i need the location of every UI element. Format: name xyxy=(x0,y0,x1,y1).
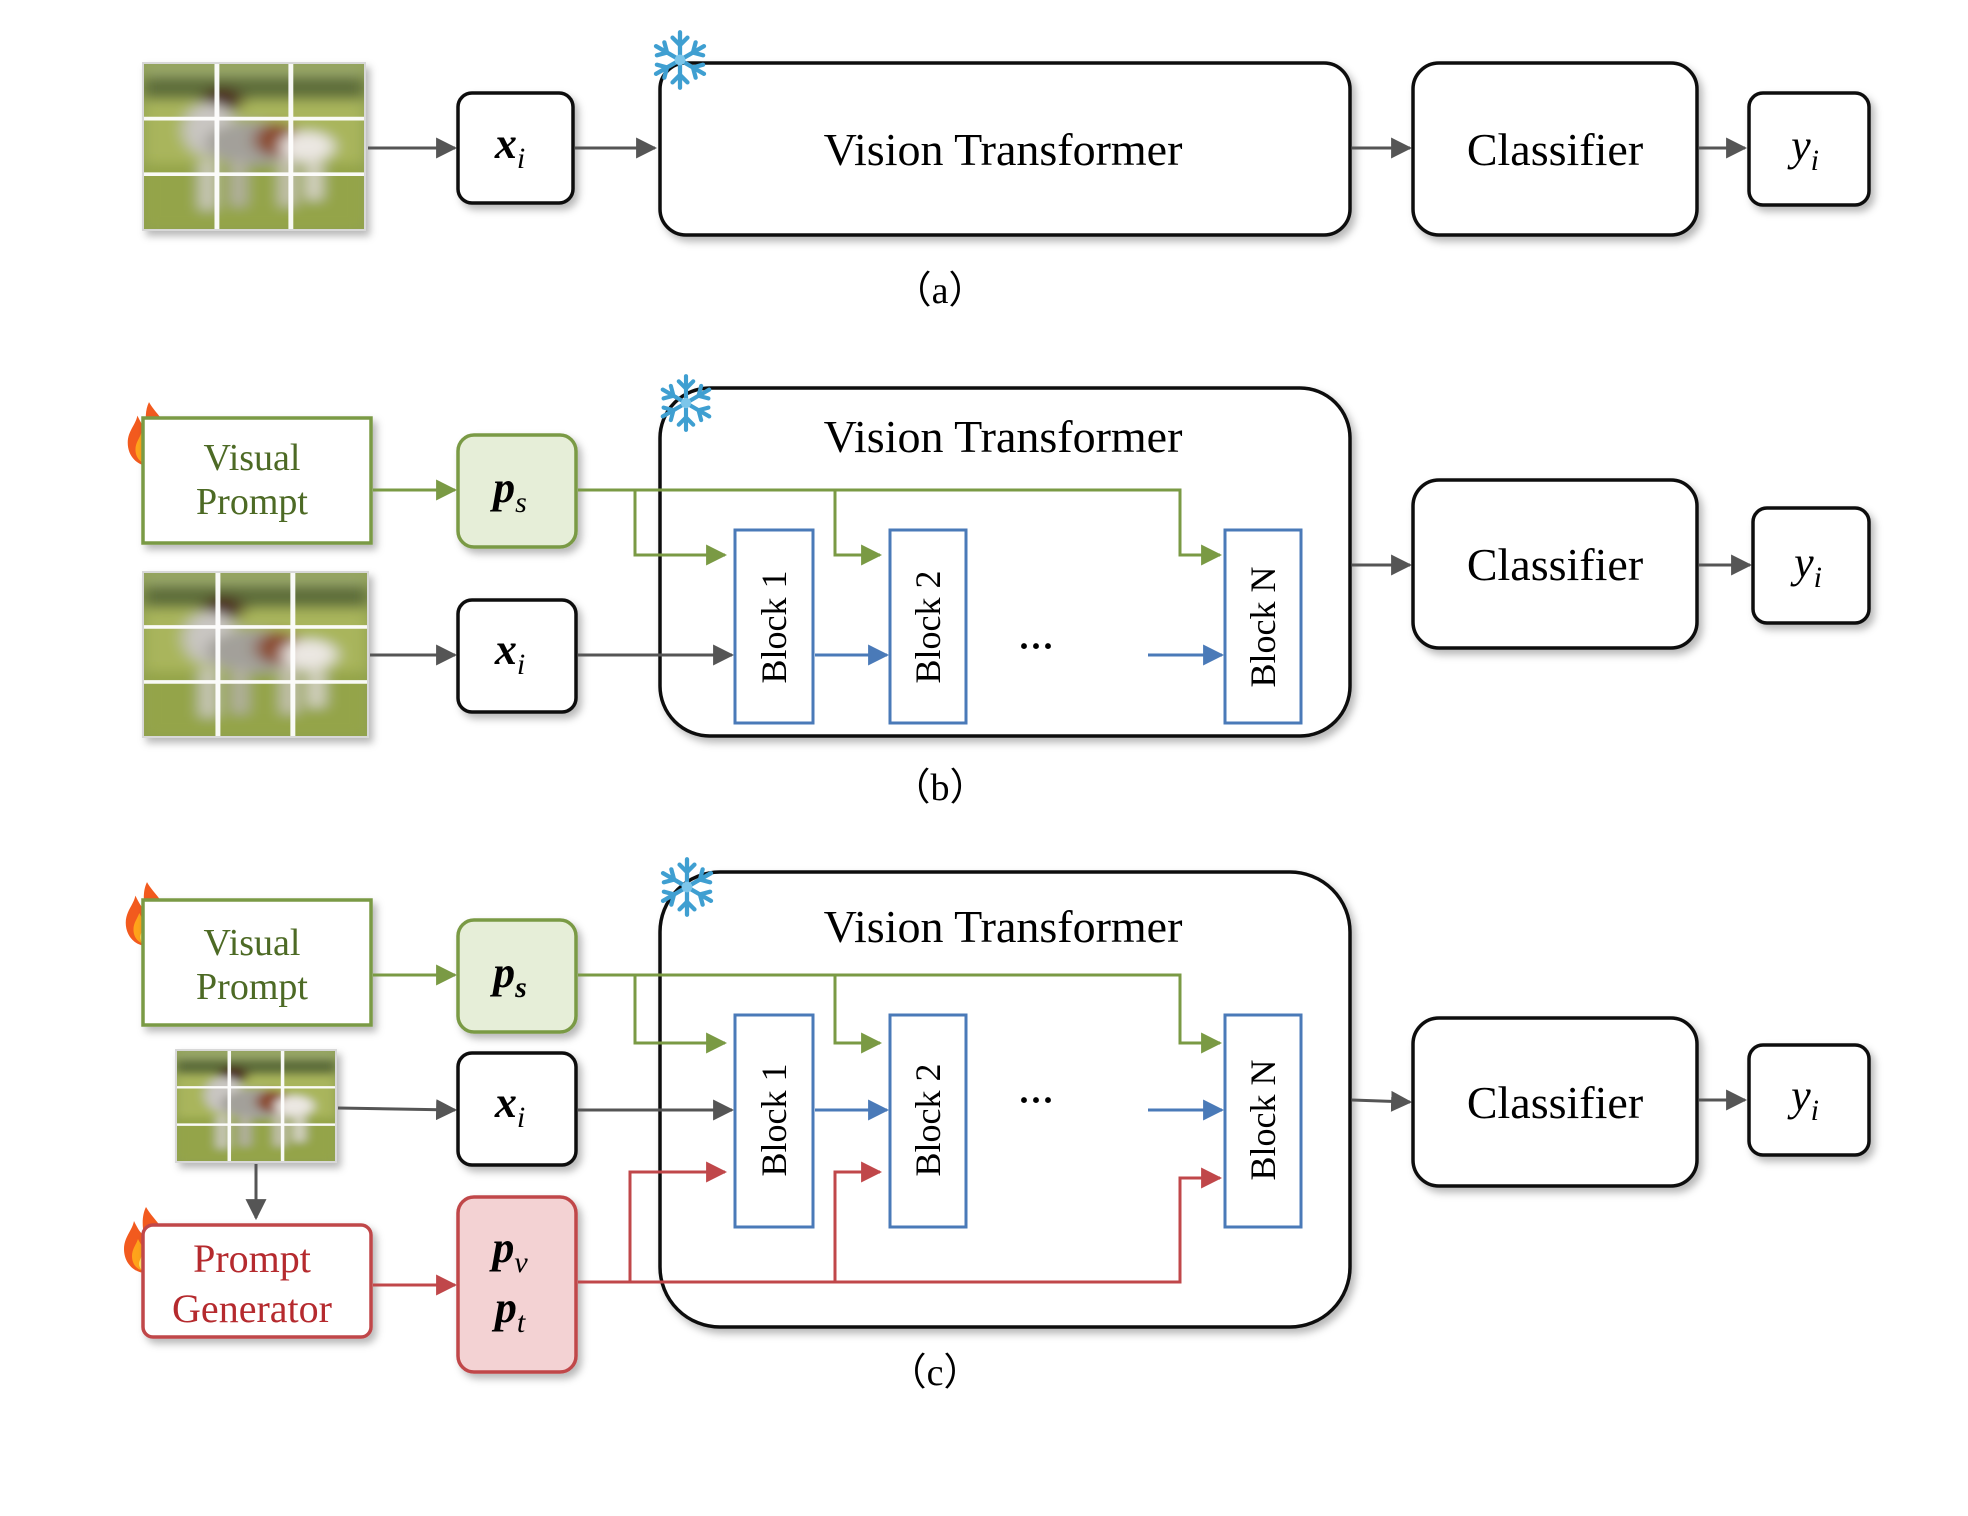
prompt-generator-box-c: Prompt Generator xyxy=(141,1223,373,1339)
svg-text:Block N: Block N xyxy=(1243,1060,1283,1181)
block-2-b: Block 2 xyxy=(888,528,968,725)
caption-b: （b） xyxy=(892,767,987,809)
prompt-pv-symbol-c: pv xyxy=(488,1223,528,1279)
visual-prompt-box-b: Visual Prompt xyxy=(141,416,373,545)
classifier-label-a: Classifier xyxy=(1467,124,1643,175)
block-n-b: Block N xyxy=(1223,528,1303,725)
input-x-box-a: xi xyxy=(456,91,575,205)
visual-prompt-line1-b: Visual xyxy=(204,437,301,479)
input-x-symbol-c: xi xyxy=(494,1078,525,1134)
vit-label-c: Vision Transformer xyxy=(824,901,1183,952)
vit-label-a: Vision Transformer xyxy=(824,124,1183,175)
ellipsis-b: ··· xyxy=(1018,626,1054,666)
input-x-box-c: xi xyxy=(456,1051,578,1167)
svg-text:Block 2: Block 2 xyxy=(908,571,948,684)
generator-line2-c: Generator xyxy=(172,1286,332,1331)
visual-prompt-line2-b: Prompt xyxy=(196,481,308,523)
dog-image-c xyxy=(175,1049,337,1163)
classifier-box-a: Classifier xyxy=(1411,61,1699,237)
block-1-b: Block 1 xyxy=(733,528,815,725)
input-x-symbol: xi xyxy=(494,119,525,175)
block-n-c: Block N xyxy=(1223,1013,1303,1229)
output-y-symbol: yi xyxy=(1787,121,1819,177)
svg-text:Block 2: Block 2 xyxy=(908,1064,948,1177)
block-1-c: Block 1 xyxy=(733,1013,815,1229)
prompt-ps-symbol-b: ps xyxy=(489,463,527,519)
dog-image-a xyxy=(142,62,366,231)
caption-a: （a） xyxy=(894,270,987,312)
prompt-ps-box-c: ps xyxy=(456,918,578,1034)
vit-label-b: Vision Transformer xyxy=(824,411,1183,462)
output-y-box-b: yi xyxy=(1751,506,1871,625)
arrow-vit-to-classifier-c xyxy=(1351,1090,1413,1112)
classifier-box-b: Classifier xyxy=(1411,478,1699,650)
visual-prompt-line1-c: Visual xyxy=(204,922,301,964)
green-route-blockN-c xyxy=(578,973,1223,1054)
vit-box-c: Vision Transformer xyxy=(658,870,1352,1329)
vit-box-a: Vision Transformer xyxy=(658,61,1352,237)
arrow-image-to-x-c xyxy=(337,1099,458,1121)
input-x-box-b: xi xyxy=(456,598,578,714)
caption-c: （c） xyxy=(889,1352,982,1394)
classifier-label-b: Classifier xyxy=(1467,539,1643,590)
red-route-blockN-c xyxy=(578,1167,1223,1284)
prompt-pt-symbol-c: pt xyxy=(491,1283,526,1339)
svg-text:Block 1: Block 1 xyxy=(754,571,794,684)
generator-line1-c: Prompt xyxy=(193,1236,311,1281)
prompt-ps-box-b: ps xyxy=(456,433,578,549)
panel-a: xi Vision Transformer Classifier yi （a） xyxy=(142,32,1871,312)
prompt-ps-symbol-c: ps xyxy=(489,948,527,1004)
classifier-box-c: Classifier xyxy=(1411,1016,1699,1188)
output-y-box-a: yi xyxy=(1747,91,1871,207)
visual-prompt-line2-c: Prompt xyxy=(196,966,308,1008)
panel-c: Visual Prompt ps xi Prompt Generator pv xyxy=(124,859,1871,1394)
classifier-label-c: Classifier xyxy=(1467,1077,1643,1128)
output-y-symbol-b: yi xyxy=(1790,538,1822,594)
dog-image-b xyxy=(142,571,369,738)
output-y-box-c: yi xyxy=(1747,1043,1871,1157)
ellipsis-c: ··· xyxy=(1018,1080,1054,1120)
output-y-symbol-c: yi xyxy=(1787,1071,1819,1127)
input-x-symbol-b: xi xyxy=(494,625,525,681)
vit-box-b: Vision Transformer xyxy=(658,386,1352,738)
svg-text:Block N: Block N xyxy=(1243,567,1283,688)
panel-b: Visual Prompt ps xi Vision Transformer xyxy=(127,376,1871,809)
prompt-pvpt-box-c: pv pt xyxy=(456,1195,578,1374)
svg-text:Block 1: Block 1 xyxy=(754,1064,794,1177)
green-route-blockN-b xyxy=(578,488,1223,566)
visual-prompt-box-c: Visual Prompt xyxy=(141,898,373,1027)
block-2-c: Block 2 xyxy=(888,1013,968,1229)
